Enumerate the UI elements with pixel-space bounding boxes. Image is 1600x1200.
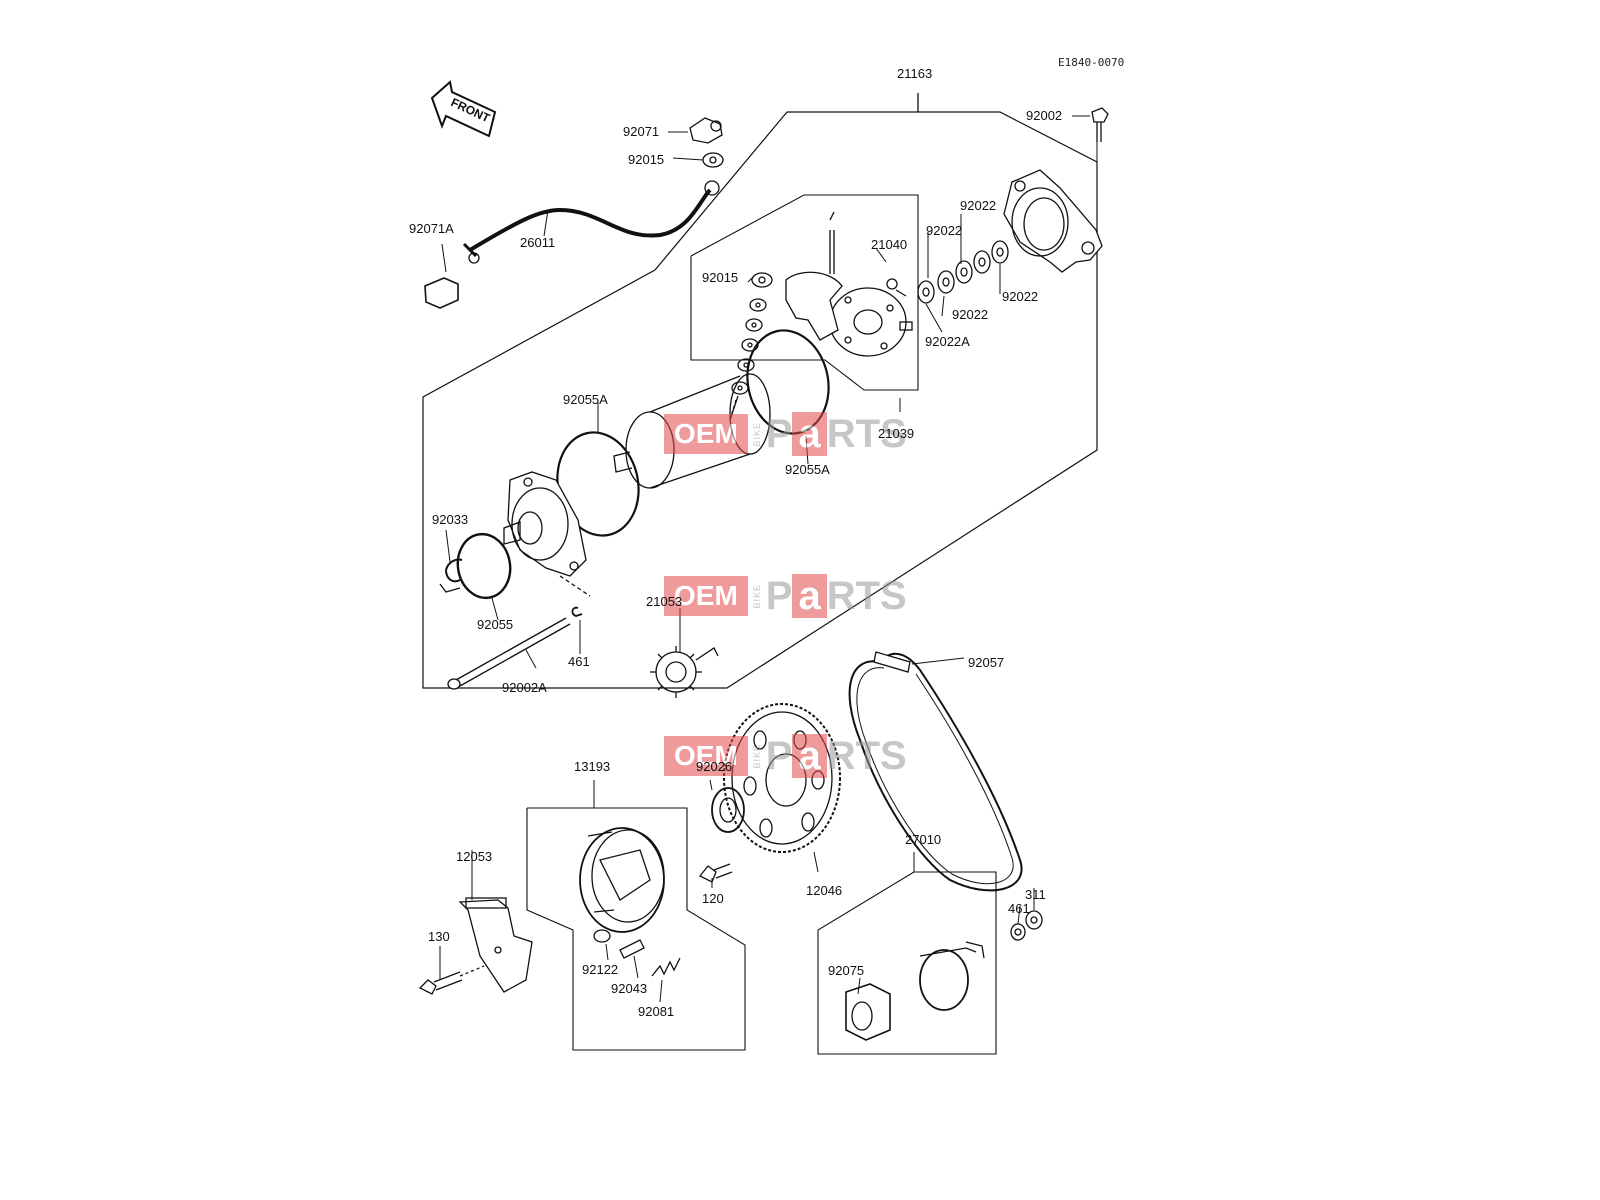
part-label-12053[interactable]: 12053 <box>456 849 493 864</box>
part-label-92002A[interactable]: 92002A <box>502 680 547 695</box>
part-label-12046[interactable]: 12046 <box>806 883 843 898</box>
part-label-92055A-right[interactable]: 92055A <box>785 462 830 477</box>
part-label-92055A-left[interactable]: 92055A <box>563 392 608 407</box>
bolt-120 <box>698 863 733 883</box>
part-label-13193[interactable]: 13193 <box>574 759 611 774</box>
part-label-92043[interactable]: 92043 <box>611 981 648 996</box>
terminal-cap-92071 <box>689 117 723 144</box>
part-label-92002[interactable]: 92002 <box>1026 108 1063 123</box>
washer-92026 <box>711 787 745 833</box>
washers-92022 <box>917 240 1009 304</box>
part-label-21053[interactable]: 21053 <box>646 594 683 609</box>
nut-92015-top <box>702 152 724 168</box>
starter-yoke <box>613 373 771 489</box>
part-label-21040[interactable]: 21040 <box>871 237 908 252</box>
part-label-92022-upper[interactable]: 92022 <box>926 223 963 238</box>
part-label-92071[interactable]: 92071 <box>623 124 660 139</box>
starter-clutch-13193 <box>579 827 665 933</box>
part-label-21039[interactable]: 21039 <box>878 426 915 441</box>
nut-461 <box>1010 923 1026 941</box>
starter-relay-27010 <box>919 941 985 1011</box>
part-label-92057[interactable]: 92057 <box>968 655 1005 670</box>
part-label-461-lower[interactable]: 461 <box>1008 901 1030 916</box>
rear-cover <box>1003 169 1103 273</box>
part-label-120[interactable]: 120 <box>702 891 724 906</box>
diagram-code: E1840-0070 <box>1058 56 1125 69</box>
brush-holder-outline <box>690 194 919 391</box>
part-label-21163[interactable]: 21163 <box>897 66 933 81</box>
part-label-311[interactable]: 311 <box>1025 887 1046 902</box>
part-label-92022-right[interactable]: 92022 <box>1002 289 1039 304</box>
pin-92043 <box>619 939 645 959</box>
part-label-92055[interactable]: 92055 <box>477 617 514 632</box>
part-label-92075[interactable]: 92075 <box>828 963 865 978</box>
part-label-92022A[interactable]: 92022A <box>925 334 970 349</box>
part-label-26011[interactable]: 26011 <box>520 235 556 250</box>
brush-plate-21039 <box>829 278 913 357</box>
brush-holder <box>785 211 843 341</box>
clutch-group-outline <box>526 807 746 1051</box>
part-label-92122[interactable]: 92122 <box>582 962 619 977</box>
roller-92122 <box>593 929 611 943</box>
part-label-27010[interactable]: 27010 <box>905 832 942 847</box>
cable-26011 <box>462 180 720 264</box>
clip-461-upper <box>571 606 583 617</box>
front-arrow-icon: FRONT <box>430 80 497 138</box>
circlip-92033 <box>445 558 463 583</box>
part-label-92033[interactable]: 92033 <box>432 512 469 527</box>
starter-assembly-outline <box>422 111 1098 689</box>
part-label-92022-lower[interactable]: 92022 <box>952 307 989 322</box>
part-label-130[interactable]: 130 <box>428 929 450 944</box>
part-label-461-upper[interactable]: 461 <box>568 654 590 669</box>
front-cover <box>503 471 587 577</box>
bracket-12053 <box>458 897 533 993</box>
cable-boot-92071A <box>424 277 459 309</box>
part-label-92015-top[interactable]: 92015 <box>628 152 665 167</box>
part-label-92026[interactable]: 92026 <box>696 759 733 774</box>
bolt-92002 <box>1091 107 1109 142</box>
part-label-92071A[interactable]: 92071A <box>409 221 454 236</box>
nut-311 <box>1025 910 1043 930</box>
washer-stack <box>731 272 773 395</box>
spring-92081 <box>651 957 681 977</box>
relay-boot-92075 <box>845 983 891 1041</box>
o-ring-92055 <box>456 532 512 600</box>
part-label-92015-mid[interactable]: 92015 <box>702 270 739 285</box>
part-label-92022-top[interactable]: 92022 <box>960 198 997 213</box>
through-bolt-92002A <box>447 617 571 690</box>
pinion-gear-21053 <box>650 646 719 698</box>
relay-group-outline <box>817 871 997 1055</box>
bolt-130 <box>418 965 485 995</box>
leader-lines <box>439 115 1098 1003</box>
sprocket-12046 <box>723 703 841 853</box>
part-label-92081[interactable]: 92081 <box>638 1004 675 1019</box>
